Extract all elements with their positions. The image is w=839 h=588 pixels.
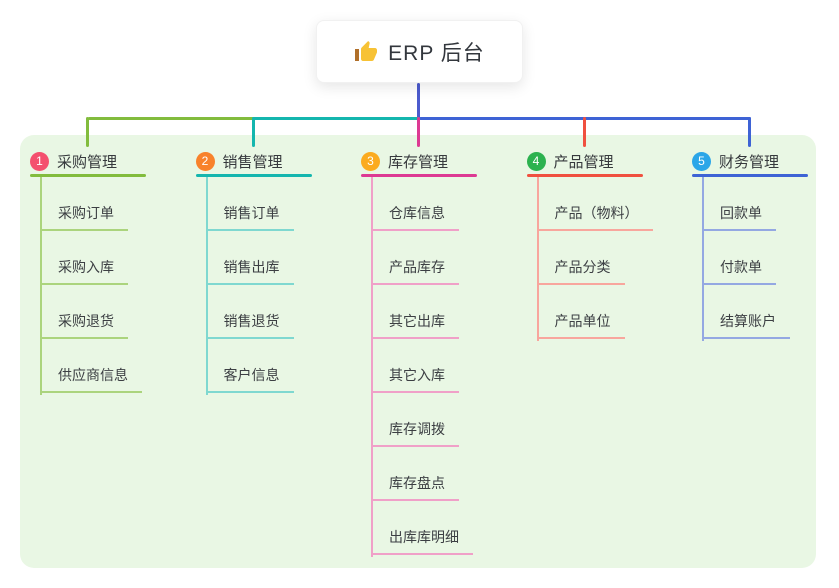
branch-children: 回款单付款单结算账户 [702, 177, 839, 341]
branch-1: 1 采购管理采购订单采购入库采购退货供应商信息 [30, 148, 182, 395]
child-node[interactable]: 产品（物料） [536, 177, 679, 231]
child-node[interactable]: 销售出库 [205, 231, 348, 285]
thumbs-up-icon [355, 40, 378, 61]
child-label: 采购入库 [40, 257, 128, 285]
branch-number-badge: 5 [692, 151, 711, 171]
child-node[interactable]: 回款单 [702, 177, 839, 231]
branch-4: 4 产品管理产品（物料） 产品分类产品单位 [526, 148, 679, 341]
branch-label: 销售管理 [222, 153, 283, 171]
child-node[interactable]: 付款单 [702, 231, 839, 285]
child-label: 回款单 [702, 203, 776, 231]
branches-background-panel [20, 135, 816, 568]
trunk-line [416, 83, 420, 120]
child-node[interactable]: 采购退货 [40, 285, 182, 339]
branch-underline [526, 174, 643, 177]
branch-spine-line [371, 177, 373, 557]
child-label: 仓库信息 [371, 203, 459, 231]
child-node[interactable]: 其它出库 [371, 285, 513, 339]
child-label: 销售订单 [205, 203, 294, 231]
child-label: 销售退货 [205, 311, 294, 339]
branch-spine-line [536, 177, 539, 341]
child-node[interactable]: 采购订单 [40, 177, 182, 231]
child-node[interactable]: 出库库明细 [371, 501, 513, 555]
branch-spine-line [40, 177, 42, 395]
branch-label: 库存管理 [388, 153, 449, 171]
branch-children: 销售订单销售出库销售退货客户信息 [205, 177, 348, 395]
child-node[interactable]: 仓库信息 [371, 177, 513, 231]
child-node[interactable]: 采购入库 [40, 231, 182, 285]
child-label: 销售出库 [205, 257, 294, 285]
child-label: 产品单位 [536, 311, 625, 339]
child-label: 供应商信息 [40, 365, 142, 393]
root-label: ERP 后台 [388, 41, 485, 65]
branch-title[interactable]: 4 产品管理 [526, 148, 679, 174]
child-label: 其它入库 [371, 365, 459, 393]
branch-spine-line [702, 177, 704, 341]
child-label: 产品库存 [371, 257, 459, 285]
drop-line-branch-4 [582, 117, 586, 147]
child-node[interactable]: 产品库存 [371, 231, 513, 285]
branch-label: 采购管理 [57, 153, 118, 171]
child-label: 付款单 [702, 257, 776, 285]
child-node[interactable]: 销售订单 [205, 177, 348, 231]
child-node[interactable]: 产品分类 [536, 231, 679, 285]
bus-segment-green [87, 117, 255, 120]
branch-underline [195, 174, 312, 177]
branch-number-badge: 3 [361, 151, 380, 171]
child-label: 客户信息 [205, 365, 294, 393]
branch-title[interactable]: 2 销售管理 [195, 148, 348, 174]
child-label: 其它出库 [371, 311, 459, 339]
child-label: 产品（物料） [536, 203, 653, 231]
child-label: 结算账户 [702, 311, 790, 339]
branch-3: 3 库存管理仓库信息产品库存其它出库其它入库库存调拨库存盘点出库库明细 [361, 148, 513, 557]
child-node[interactable]: 库存调拨 [371, 393, 513, 447]
child-node[interactable]: 结算账户 [702, 285, 839, 339]
branch-label: 产品管理 [553, 153, 614, 171]
branch-5: 5 财务管理回款单付款单结算账户 [692, 148, 839, 341]
child-node[interactable]: 产品单位 [536, 285, 679, 339]
drop-line-branch-1 [86, 117, 89, 147]
branch-children: 采购订单采购入库采购退货供应商信息 [40, 177, 182, 395]
child-node[interactable]: 库存盘点 [371, 447, 513, 501]
child-label: 出库库明细 [371, 527, 473, 555]
branch-title[interactable]: 1 采购管理 [30, 148, 182, 174]
branch-underline [692, 174, 808, 177]
root-node[interactable]: ERP 后台 [316, 20, 523, 83]
drop-line-branch-3 [417, 117, 420, 147]
child-label: 库存盘点 [371, 473, 459, 501]
branch-children: 仓库信息产品库存其它出库其它入库库存调拨库存盘点出库库明细 [371, 177, 513, 557]
branch-2: 2 销售管理销售订单销售出库销售退货客户信息 [195, 148, 348, 395]
branch-number-badge: 4 [526, 151, 546, 171]
child-node[interactable]: 销售退货 [205, 285, 348, 339]
branch-underline [30, 174, 146, 177]
branch-children: 产品（物料） 产品分类产品单位 [536, 177, 679, 341]
drop-line-branch-5 [748, 117, 751, 147]
child-label: 采购订单 [40, 203, 128, 231]
child-label: 库存调拨 [371, 419, 459, 447]
branch-underline [361, 174, 477, 177]
child-label: 产品分类 [536, 257, 625, 285]
child-node[interactable]: 供应商信息 [40, 339, 182, 393]
child-node[interactable]: 客户信息 [205, 339, 348, 393]
branch-number-badge: 1 [30, 151, 49, 171]
branch-spine-line [205, 177, 208, 395]
bus-segment-teal [253, 117, 420, 120]
child-label: 采购退货 [40, 311, 128, 339]
drop-line-branch-2 [251, 117, 255, 147]
branch-label: 财务管理 [719, 153, 780, 171]
child-node[interactable]: 其它入库 [371, 339, 513, 393]
branch-title[interactable]: 3 库存管理 [361, 148, 513, 174]
branch-title[interactable]: 5 财务管理 [692, 148, 839, 174]
branch-number-badge: 2 [195, 151, 215, 171]
